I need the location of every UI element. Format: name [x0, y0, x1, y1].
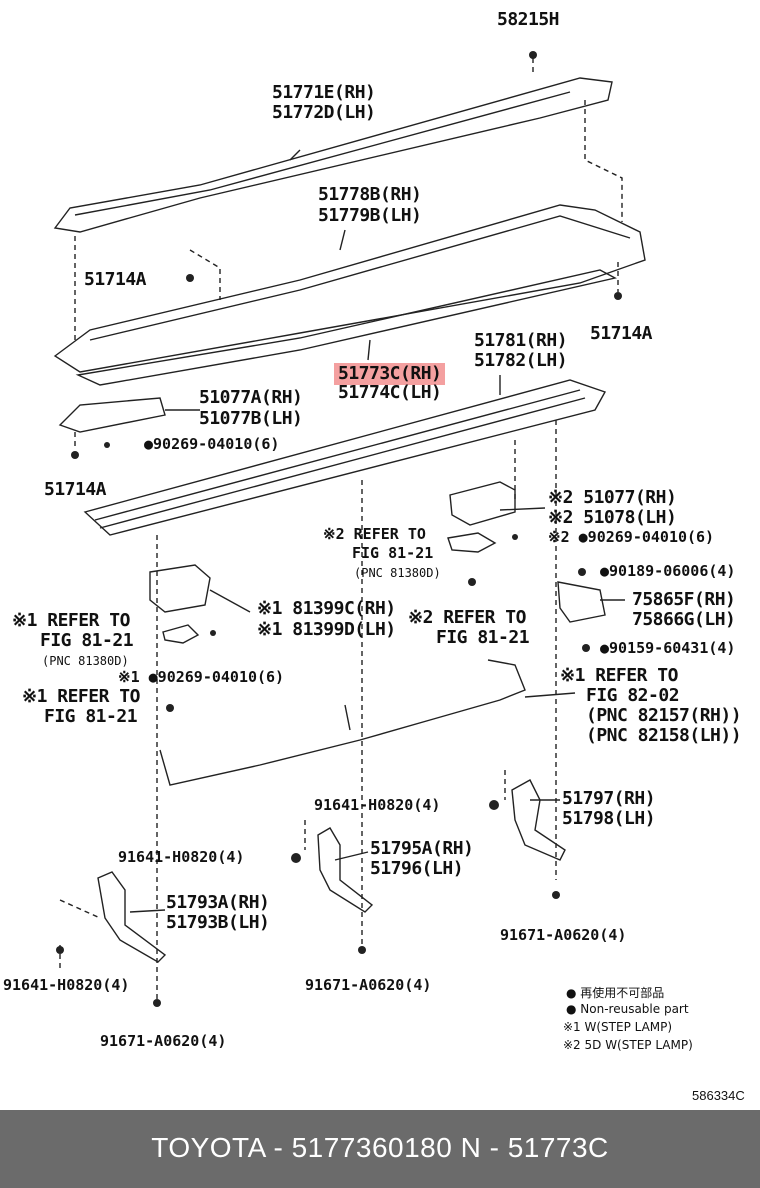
callout-pnc-82158: (PNC 82158(LH))	[586, 725, 742, 746]
callout-fig-81-21-d: FIG 81-21	[44, 706, 138, 727]
callout-pnc-82157: (PNC 82157(RH))	[586, 705, 742, 726]
callout-51771e: 51771E(RH)	[272, 82, 376, 103]
callout-fig-82-02: FIG 82-02	[586, 685, 680, 706]
exploded-parts-drawing	[53, 51, 646, 1007]
callout-51773c-highlighted: 51773C(RH)	[334, 363, 446, 385]
callout-51782: 51782(LH)	[474, 350, 568, 371]
callout-51781: 51781(RH)	[474, 330, 568, 351]
upper-cover-shape	[53, 77, 613, 233]
callout-91671-a: 91671-A0620(4)	[500, 926, 627, 944]
callout-fig-81-21-a: FIG 81-21	[352, 544, 434, 562]
callout-90189: ●90189-06006(4)	[600, 562, 736, 580]
step-strip-shape	[75, 269, 617, 386]
step-board-shape	[83, 379, 607, 536]
footer-bar: TOYOTA - 5177360180 N - 51773C	[0, 1110, 760, 1188]
callout-refer-81-21-b: ※2 REFER TO	[408, 607, 526, 628]
diagram-code: 586334C	[692, 1088, 745, 1103]
callout-91671-b: 91671-A0620(4)	[305, 976, 432, 994]
callout-51714a-top: 51714A	[84, 269, 147, 290]
callout-51077: ※2 51077(RH)	[548, 487, 677, 508]
callout-51798: 51798(LH)	[562, 808, 656, 829]
callout-91641-c: 91641-H0820(4)	[3, 976, 130, 994]
callout-90269-a: ●90269-04010(6)	[144, 435, 280, 453]
callout-refer-82-02: ※1 REFER TO	[560, 665, 678, 686]
callout-51077a: 51077A(RH)	[199, 387, 303, 408]
callout-51779b: 51779B(LH)	[318, 205, 422, 226]
callout-81399d: ※1 81399D(LH)	[257, 619, 396, 640]
callout-51796: 51796(LH)	[370, 858, 464, 879]
callout-51793a: 51793A(RH)	[166, 892, 270, 913]
callout-51772d: 51772D(LH)	[272, 102, 376, 123]
callout-90269-c: ※1 ●90269-04010(6)	[118, 668, 285, 686]
callout-51778b: 51778B(RH)	[318, 184, 422, 205]
callout-refer-81-21-c: ※1 REFER TO	[12, 610, 130, 631]
callout-90159: ●90159-60431(4)	[600, 639, 736, 657]
legend-line-1: ● 再使用不可部品	[566, 986, 665, 1000]
callout-51714a-right: 51714A	[590, 323, 653, 344]
callout-fig-81-21-b: FIG 81-21	[436, 627, 530, 648]
callout-refer-81-21-d: ※1 REFER TO	[22, 686, 140, 707]
callout-75865f: 75865F(RH)	[632, 589, 736, 610]
callout-90269-b: ※2 ●90269-04010(6)	[548, 528, 715, 546]
callout-51078: ※2 51078(LH)	[548, 507, 677, 528]
callout-91641-b: 91641-H0820(4)	[118, 848, 245, 866]
callout-51797: 51797(RH)	[562, 788, 656, 809]
callout-refer-81-21-a: ※2 REFER TO	[323, 525, 426, 543]
legend-line-4: ※2 5D W(STEP LAMP)	[563, 1038, 693, 1052]
footer-part-number: TOYOTA - 5177360180 N - 51773C	[151, 1132, 609, 1163]
callout-58215h: 58215H	[497, 9, 560, 30]
legend-line-2: ● Non-reusable part	[566, 1002, 689, 1016]
callout-81399c: ※1 81399C(RH)	[257, 598, 396, 619]
callout-fig-81-21-c: FIG 81-21	[40, 630, 134, 651]
callout-51793b: 51793B(LH)	[166, 912, 270, 933]
callout-51795a: 51795A(RH)	[370, 838, 474, 859]
callout-51077b: 51077B(LH)	[199, 408, 303, 429]
callout-91641-a: 91641-H0820(4)	[314, 796, 441, 814]
callout-51714a-bottom: 51714A	[44, 479, 107, 500]
callout-75866g: 75866G(LH)	[632, 609, 736, 630]
legend-line-3: ※1 W(STEP LAMP)	[563, 1020, 673, 1034]
callout-51774c: 51774C(LH)	[338, 382, 442, 403]
callout-pnc-81380d-c: (PNC 81380D)	[42, 654, 129, 668]
moulding-shape	[53, 204, 646, 373]
callout-pnc-81380d-a: (PNC 81380D)	[354, 566, 441, 580]
callout-91671-c: 91671-A0620(4)	[100, 1032, 227, 1050]
